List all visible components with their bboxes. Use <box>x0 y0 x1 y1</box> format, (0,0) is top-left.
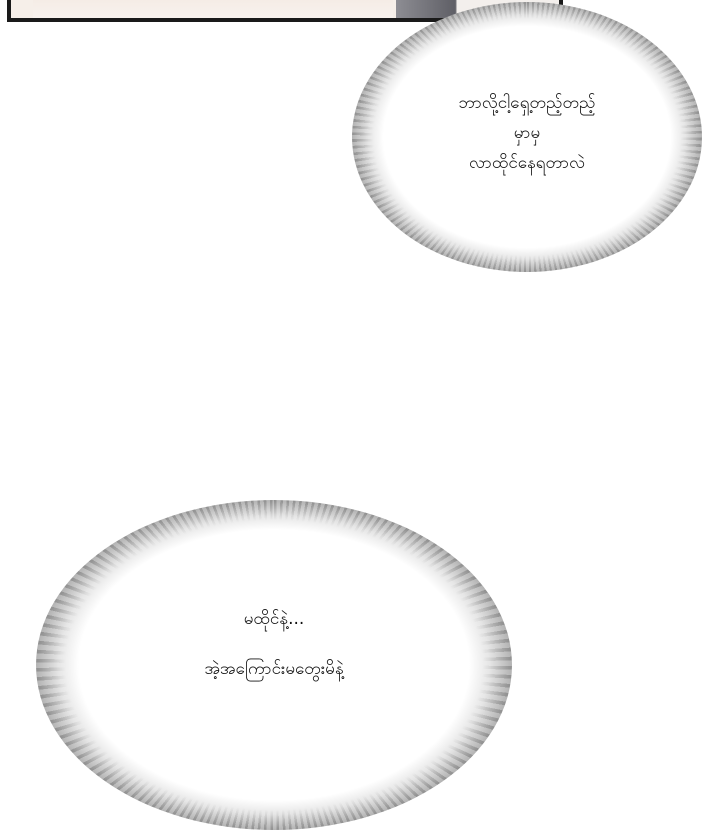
line-gap <box>36 634 512 654</box>
thought-bubble-2-text: မထိုင်နဲ့... အဲ့အကြောင်းမတွေးမိနဲ့ <box>36 604 512 684</box>
dialogue-line: မှာမှ <box>513 123 541 143</box>
panel-artwork <box>33 0 393 18</box>
thought-bubble-1-text: ဘာလို့ငါ့ရှေ့တည့်တည့် မှာမှ လာထိုင်နေရတာ… <box>352 88 702 178</box>
dialogue-line: အဲ့အကြောင်းမတွေးမိနဲ့ <box>204 659 344 679</box>
dialogue-line: ဘာလို့ငါ့ရှေ့တည့်တည့် <box>458 93 596 113</box>
dialogue-line: မထိုင်နဲ့... <box>243 609 305 629</box>
thought-bubble-1: ဘာလို့ငါ့ရှေ့တည့်တည့် မှာမှ လာထိုင်နေရတာ… <box>352 2 702 272</box>
thought-bubble-2: မထိုင်နဲ့... အဲ့အကြောင်းမတွေးမိနဲ့ <box>36 500 512 830</box>
dialogue-line: လာထိုင်နေရတာလဲ <box>468 153 586 173</box>
